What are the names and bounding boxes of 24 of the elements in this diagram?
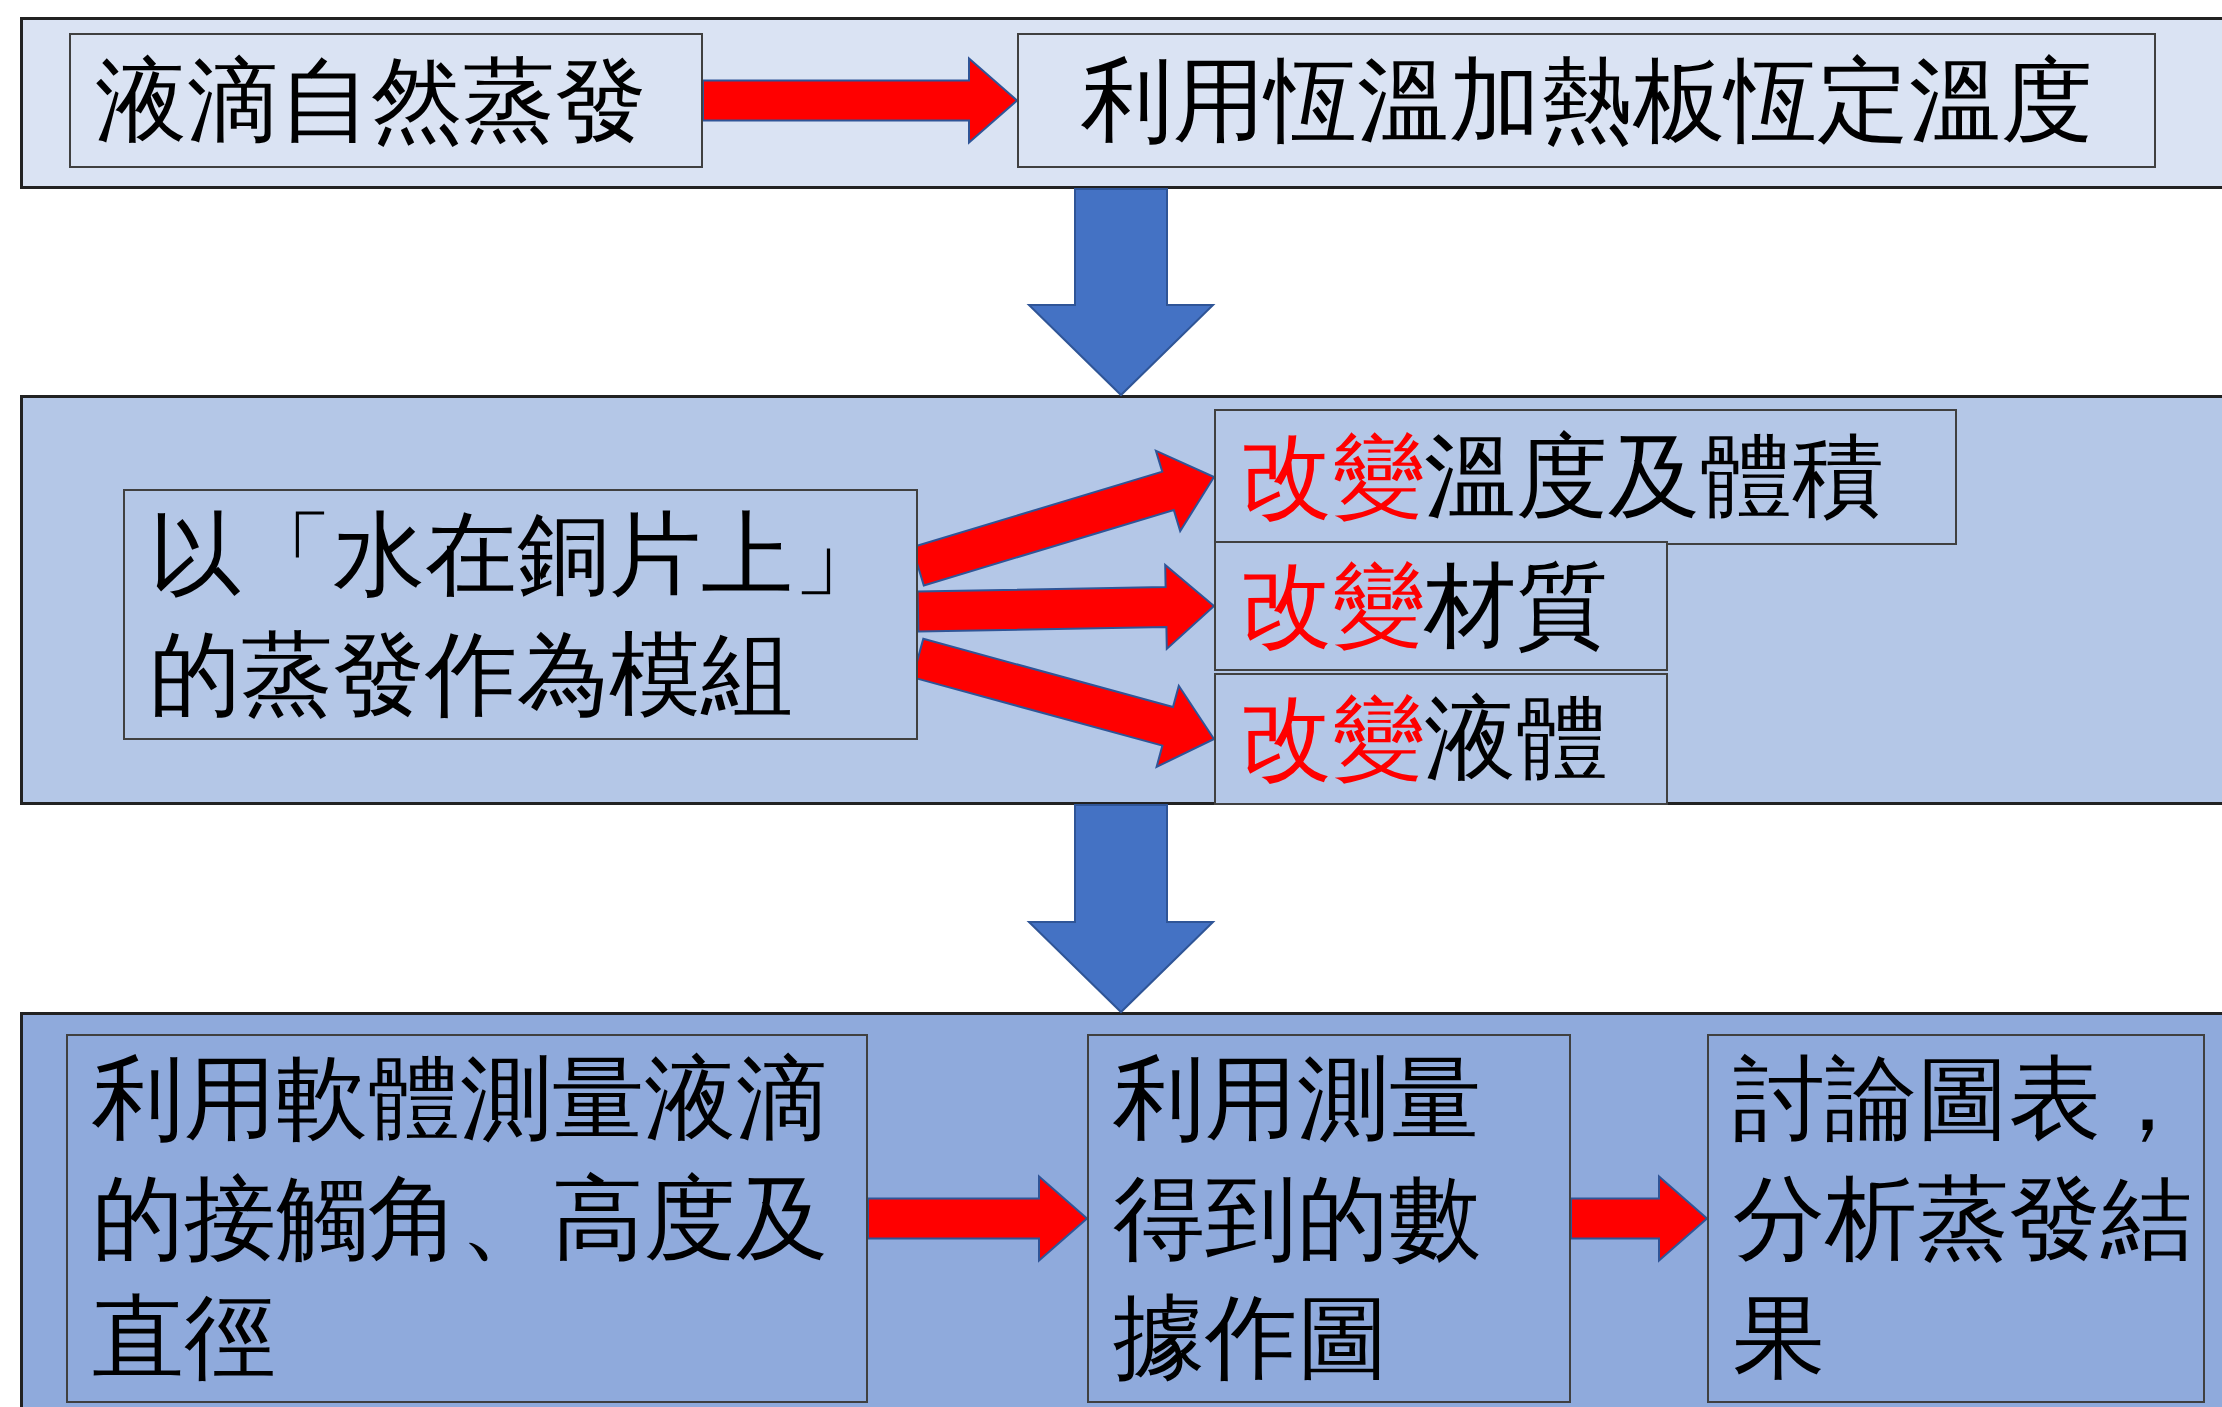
label-text: 溫度及體積 [1424,422,1884,533]
arrow [702,56,1019,145]
process-box [1214,673,1668,805]
process-box: 討論圖表，分析蒸發結果 [1707,1034,2205,1403]
process-box: 液滴自然蒸發 [69,33,703,168]
label-text: 材質 [1424,551,1608,662]
arrow [1026,804,1216,1014]
emphasis-text: 改變 [1240,551,1424,662]
band-panel [20,1012,2222,1407]
process-box: 利用測量得到的數據作圖 [1087,1034,1571,1403]
emphasis-text: 改變 [1240,422,1424,533]
process-box: 利用恆溫加熱板恆定溫度 [1017,33,2156,168]
band-panel [20,395,2222,805]
arrow [1570,1174,1709,1263]
arrow [867,1174,1089,1263]
arrow [1026,188,1216,397]
process-box [1214,409,1957,545]
band-panel [20,17,2222,189]
process-box [1214,541,1668,671]
process-box: 以「水在銅片上」的蒸發作為模組 [123,489,918,740]
label-text: 液體 [1424,684,1608,795]
arrow [916,562,1216,652]
emphasis-text: 改變 [1240,684,1424,795]
process-box: 利用軟體測量液滴的接觸角、高度及直徑 [66,1034,868,1403]
